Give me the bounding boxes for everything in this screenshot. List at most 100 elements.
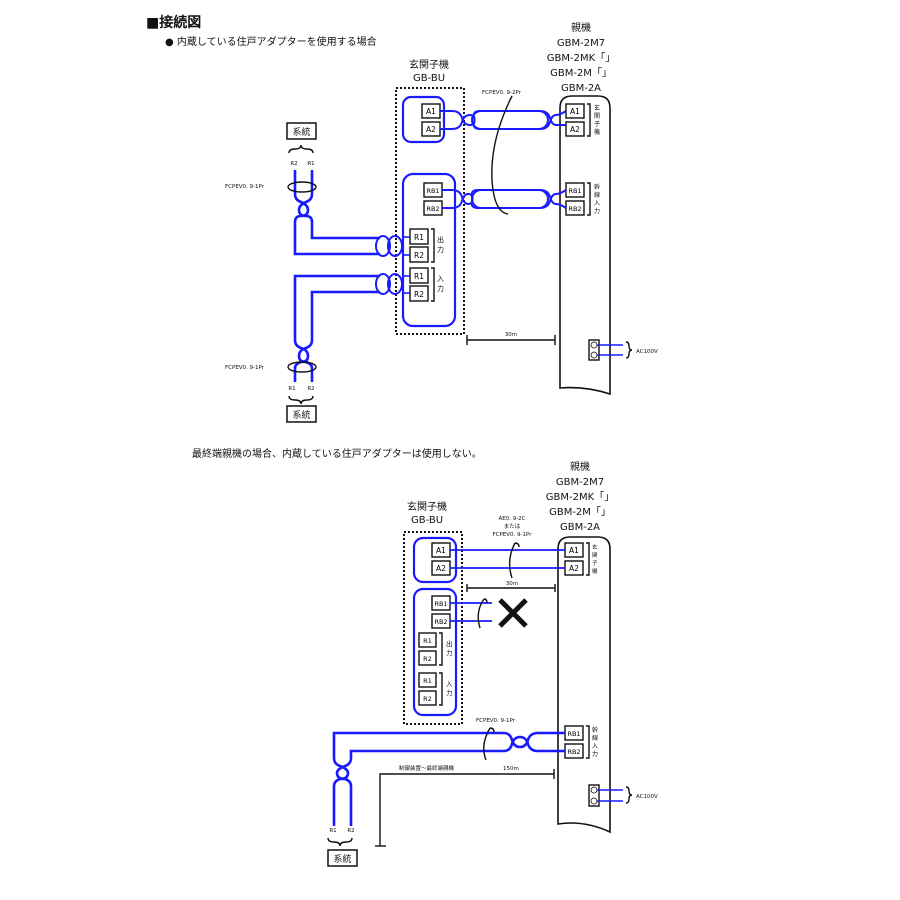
master-trunk-group-label: 幹線入力 <box>594 183 600 215</box>
svg-text:A1: A1 <box>426 107 436 116</box>
master-model-2-3: GBM-2M「」 <box>549 506 611 518</box>
cable-marker-top <box>491 95 513 215</box>
entry-unit-model: GB-BU <box>413 73 445 84</box>
distance-marker: 30m <box>466 332 556 345</box>
master-entry-bracket <box>587 103 591 137</box>
master-unit-body <box>559 95 611 396</box>
cable-rb-line <box>442 189 567 209</box>
entry-r-group-2 <box>412 587 458 717</box>
master2-terminal-rb2: RB2 <box>564 743 584 759</box>
master2-trunk-group-label: 幹線入力 <box>592 726 598 758</box>
power-label-2: AC100V <box>636 794 658 800</box>
power-terminal <box>588 339 600 361</box>
input-group-label-2: 入力 <box>446 680 453 697</box>
entry2-terminal-out-r1: R1 <box>418 632 437 648</box>
entry-unit-box-2 <box>403 531 463 725</box>
entry2-terminal-rb2: RB2 <box>431 613 451 629</box>
svg-text:R1: R1 <box>423 677 432 685</box>
svg-text:RB2: RB2 <box>567 748 580 756</box>
section2-diagram: 玄関子機 GB-BU 親機 GBM-2M7 GBM-2MK「」 GBM-2M「」… <box>327 460 658 867</box>
cable-top-label-2: AE0. 9-2C <box>498 516 525 522</box>
svg-text:FCPEV0. 9-1Pr: FCPEV0. 9-1Pr <box>225 184 265 190</box>
svg-text:R2: R2 <box>347 828 354 834</box>
svg-text:FCPEV0. 9-1Pr: FCPEV0. 9-1Pr <box>492 532 532 538</box>
not-used-cross-mark <box>498 598 528 628</box>
output-group-label: 出力 <box>437 235 444 254</box>
master-terminal-a2: A2 <box>565 121 585 137</box>
master-unit-body-2 <box>557 536 611 834</box>
master2-entry-group-label: 玄関子機 <box>592 543 598 575</box>
cable-a-line <box>440 110 567 130</box>
entry-r-group <box>401 172 457 328</box>
master-trunk-bracket <box>587 182 591 216</box>
output-bracket <box>431 228 435 263</box>
section1-diagram: 玄関子機 GB-BU 親機 GBM-2M7 GBM-2MK「」 GBM-2M「」… <box>225 21 658 423</box>
master-model-2-2: GBM-2MK「」 <box>546 491 614 503</box>
svg-text:R1: R1 <box>423 637 432 645</box>
section2-caption: 最終端親機の場合、内蔵している住戸アダプターは使用しない。 <box>192 447 482 460</box>
entry-unit-model-2: GB-BU <box>411 515 443 526</box>
entry-terminal-out-r1: R1 <box>409 228 429 245</box>
svg-text:R2: R2 <box>290 161 297 167</box>
master2-terminal-a2: A2 <box>564 560 584 576</box>
input-bracket <box>431 267 435 302</box>
svg-text:R2: R2 <box>423 655 432 663</box>
entry-terminal-rb2: RB2 <box>423 200 443 216</box>
svg-text:系統: 系統 <box>292 126 310 138</box>
svg-text:R2: R2 <box>414 290 424 299</box>
trunk-upper: 系統 R2 R1 FCPEV0. 9-1Pr <box>225 122 410 257</box>
entry-terminal-in-r2: R2 <box>409 285 429 302</box>
svg-text:30m: 30m <box>505 332 517 338</box>
master-model-2-1: GBM-2M7 <box>556 477 604 488</box>
master-model-3: GBM-2M「」 <box>550 67 612 79</box>
master-unit-label: 親機 <box>571 21 591 34</box>
master-terminal-rb1: RB1 <box>565 182 585 198</box>
entry-terminal-a1: A1 <box>421 103 441 119</box>
trunk-2: FCPEV0. 9-1Pr R1 R2 系統 <box>327 718 565 867</box>
range-marker: 制御装置～最終端親機 150m <box>375 764 555 847</box>
master-model-2: GBM-2MK「」 <box>547 52 615 64</box>
svg-text:R1: R1 <box>414 233 424 242</box>
entry-terminal-in-r1: R1 <box>409 267 429 284</box>
trunk-lower: FCPEV0. 9-1Pr R1 R2 系統 <box>225 273 410 423</box>
svg-text:制御装置～最終端親機: 制御装置～最終端親機 <box>399 764 455 772</box>
entry2-terminal-a2: A2 <box>431 560 451 576</box>
entry-unit-label-2: 玄関子機 <box>407 500 447 513</box>
svg-text:FCPEV0. 9-1Pr: FCPEV0. 9-1Pr <box>225 365 265 371</box>
svg-text:RB2: RB2 <box>434 618 447 626</box>
master-entry-group-label: 玄関子機 <box>594 104 600 136</box>
svg-text:R1: R1 <box>414 272 424 281</box>
svg-text:A1: A1 <box>436 546 446 555</box>
svg-text:R1: R1 <box>307 161 314 167</box>
entry-terminal-a2: A2 <box>421 121 441 137</box>
entry-a-group <box>401 95 446 144</box>
power-terminal-2 <box>588 784 600 807</box>
svg-text:A2: A2 <box>569 564 579 573</box>
output-group-label-2: 出力 <box>446 639 453 657</box>
svg-text:A2: A2 <box>436 564 446 573</box>
svg-text:RB1: RB1 <box>426 187 439 195</box>
svg-text:系統: 系統 <box>333 853 351 865</box>
master2-terminal-a1: A1 <box>564 542 584 558</box>
svg-text:RB1: RB1 <box>434 600 447 608</box>
entry2-terminal-a1: A1 <box>431 542 451 558</box>
master2-terminal-rb1: RB1 <box>564 725 584 741</box>
master-model-4: GBM-2A <box>561 83 601 94</box>
svg-text:A1: A1 <box>569 546 579 555</box>
cable-top-label: FCPEV0. 9-2Pr <box>482 90 522 96</box>
master-unit-label-2: 親機 <box>570 460 590 473</box>
master-terminal-a1: A1 <box>565 103 585 119</box>
cable-marker-a <box>508 542 520 579</box>
input-group-label: 入力 <box>437 275 444 293</box>
section1-caption: ● 内蔵している住戸アダプターを使用する場合 <box>165 35 377 48</box>
svg-text:RB2: RB2 <box>568 205 581 213</box>
svg-text:R2: R2 <box>414 251 424 260</box>
svg-text:RB1: RB1 <box>568 187 581 195</box>
entry-unit-label: 玄関子機 <box>409 58 449 71</box>
diagram-heading: ■接続図 <box>146 14 201 31</box>
entry-unit-box <box>395 87 465 335</box>
svg-text:A1: A1 <box>570 107 580 116</box>
entry-a-group-2 <box>412 536 458 584</box>
master-model-2-4: GBM-2A <box>560 522 600 533</box>
